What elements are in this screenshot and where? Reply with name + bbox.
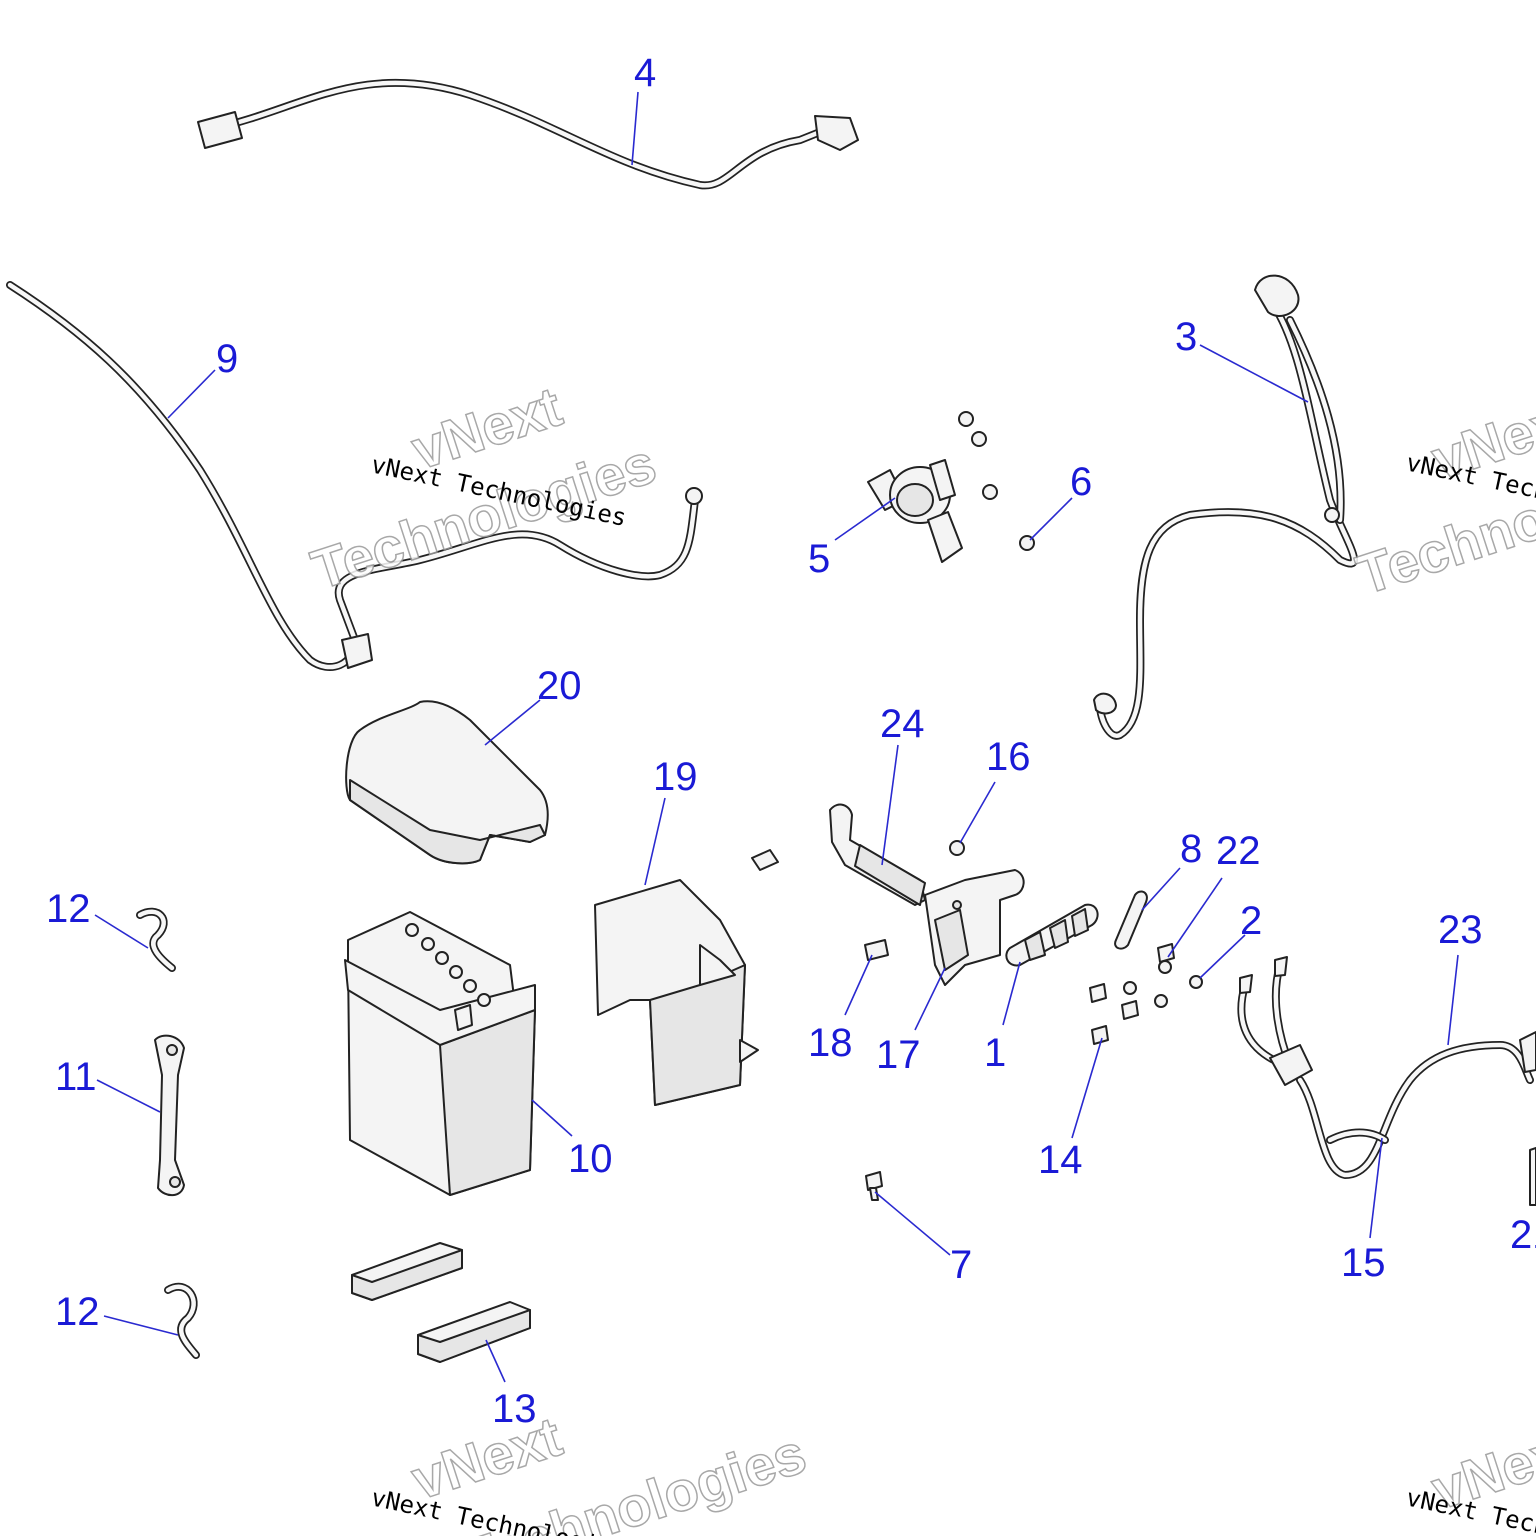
callout-23: 23 — [1438, 908, 1483, 952]
leader-20 — [644, 797, 666, 886]
part-9-cable — [6, 281, 703, 672]
callout-1: 1 — [984, 1031, 1006, 1075]
part-21-battery-cover — [345, 700, 549, 865]
part-20-battery-shield — [594, 879, 759, 1106]
callout-24: 24 — [880, 702, 925, 746]
leader-4 — [631, 91, 639, 166]
callout-21: 20 — [537, 664, 582, 708]
leader-6 — [1029, 497, 1073, 541]
callout-14: 14 — [1038, 1138, 1083, 1182]
leader-19 — [844, 954, 873, 1016]
callout-3: 3 — [1175, 315, 1197, 359]
callout-8: 8 — [1180, 827, 1202, 871]
leader-2 — [1199, 934, 1246, 979]
part-3-cable — [1093, 274, 1358, 740]
part-11-strap — [154, 1034, 185, 1197]
leader-23 — [1447, 954, 1459, 1046]
leader-10 — [531, 1099, 573, 1137]
callout-5: 5 — [808, 537, 830, 581]
part-nuts-top — [958, 411, 1035, 551]
part-13-pads — [351, 1242, 531, 1363]
callout-4: 4 — [634, 51, 656, 95]
part-18-plate — [924, 869, 1025, 986]
callout-20: 19 — [653, 755, 698, 799]
part-12-clips — [136, 907, 200, 1359]
part-8-lug — [1114, 890, 1148, 950]
leader-5 — [834, 497, 896, 541]
leader-8 — [1141, 867, 1181, 911]
leader-17 — [959, 781, 996, 844]
callout-22: 22 — [1216, 829, 1261, 873]
leader-12a — [94, 914, 149, 949]
callout-6: 6 — [1070, 460, 1092, 504]
part-5-solenoid — [867, 459, 963, 563]
leader-7 — [874, 1191, 951, 1256]
callout-2: 2 — [1240, 899, 1262, 943]
leader-9 — [167, 369, 216, 419]
callout-17: 16 — [986, 735, 1031, 779]
part-bolts — [751, 840, 1203, 1201]
leader-lines — [94, 91, 1459, 1383]
callout-10: 10 — [568, 1137, 613, 1181]
leader-18 — [914, 967, 946, 1031]
callout-7: 7 — [950, 1243, 972, 1287]
part-10-battery — [344, 911, 536, 1196]
leader-12b — [103, 1315, 179, 1336]
leader-15 — [1369, 1137, 1383, 1239]
callout-13: 13 — [492, 1387, 537, 1431]
part-23-harness — [1237, 956, 1536, 1179]
callout-15: 15 — [1341, 1241, 1386, 1285]
leader-11 — [96, 1079, 161, 1113]
leader-14 — [1071, 1037, 1103, 1139]
callout-16: 21 — [1510, 1213, 1536, 1257]
callout-12-bottom: 12 — [55, 1290, 100, 1334]
leader-3 — [1199, 344, 1309, 403]
callout-9: 9 — [216, 337, 238, 381]
callout-11: 11 — [55, 1055, 97, 1099]
leader-21 — [484, 699, 541, 746]
part-24-bracket — [829, 803, 926, 906]
part-1-terminal-block — [1005, 903, 1099, 967]
callout-12-top: 12 — [46, 887, 91, 931]
leader-1 — [1002, 961, 1021, 1026]
callout-labels: 4 9 3 5 6 20 19 24 16 8 22 2 23 12 11 10… — [46, 51, 1536, 1431]
leader-24 — [881, 744, 899, 866]
callout-18: 17 — [876, 1033, 921, 1077]
part-16-stub — [1529, 1147, 1536, 1206]
leader-22 — [1167, 877, 1223, 958]
leader-13 — [485, 1339, 506, 1383]
callout-19: 18 — [808, 1021, 853, 1065]
part-4-cable — [197, 78, 859, 190]
